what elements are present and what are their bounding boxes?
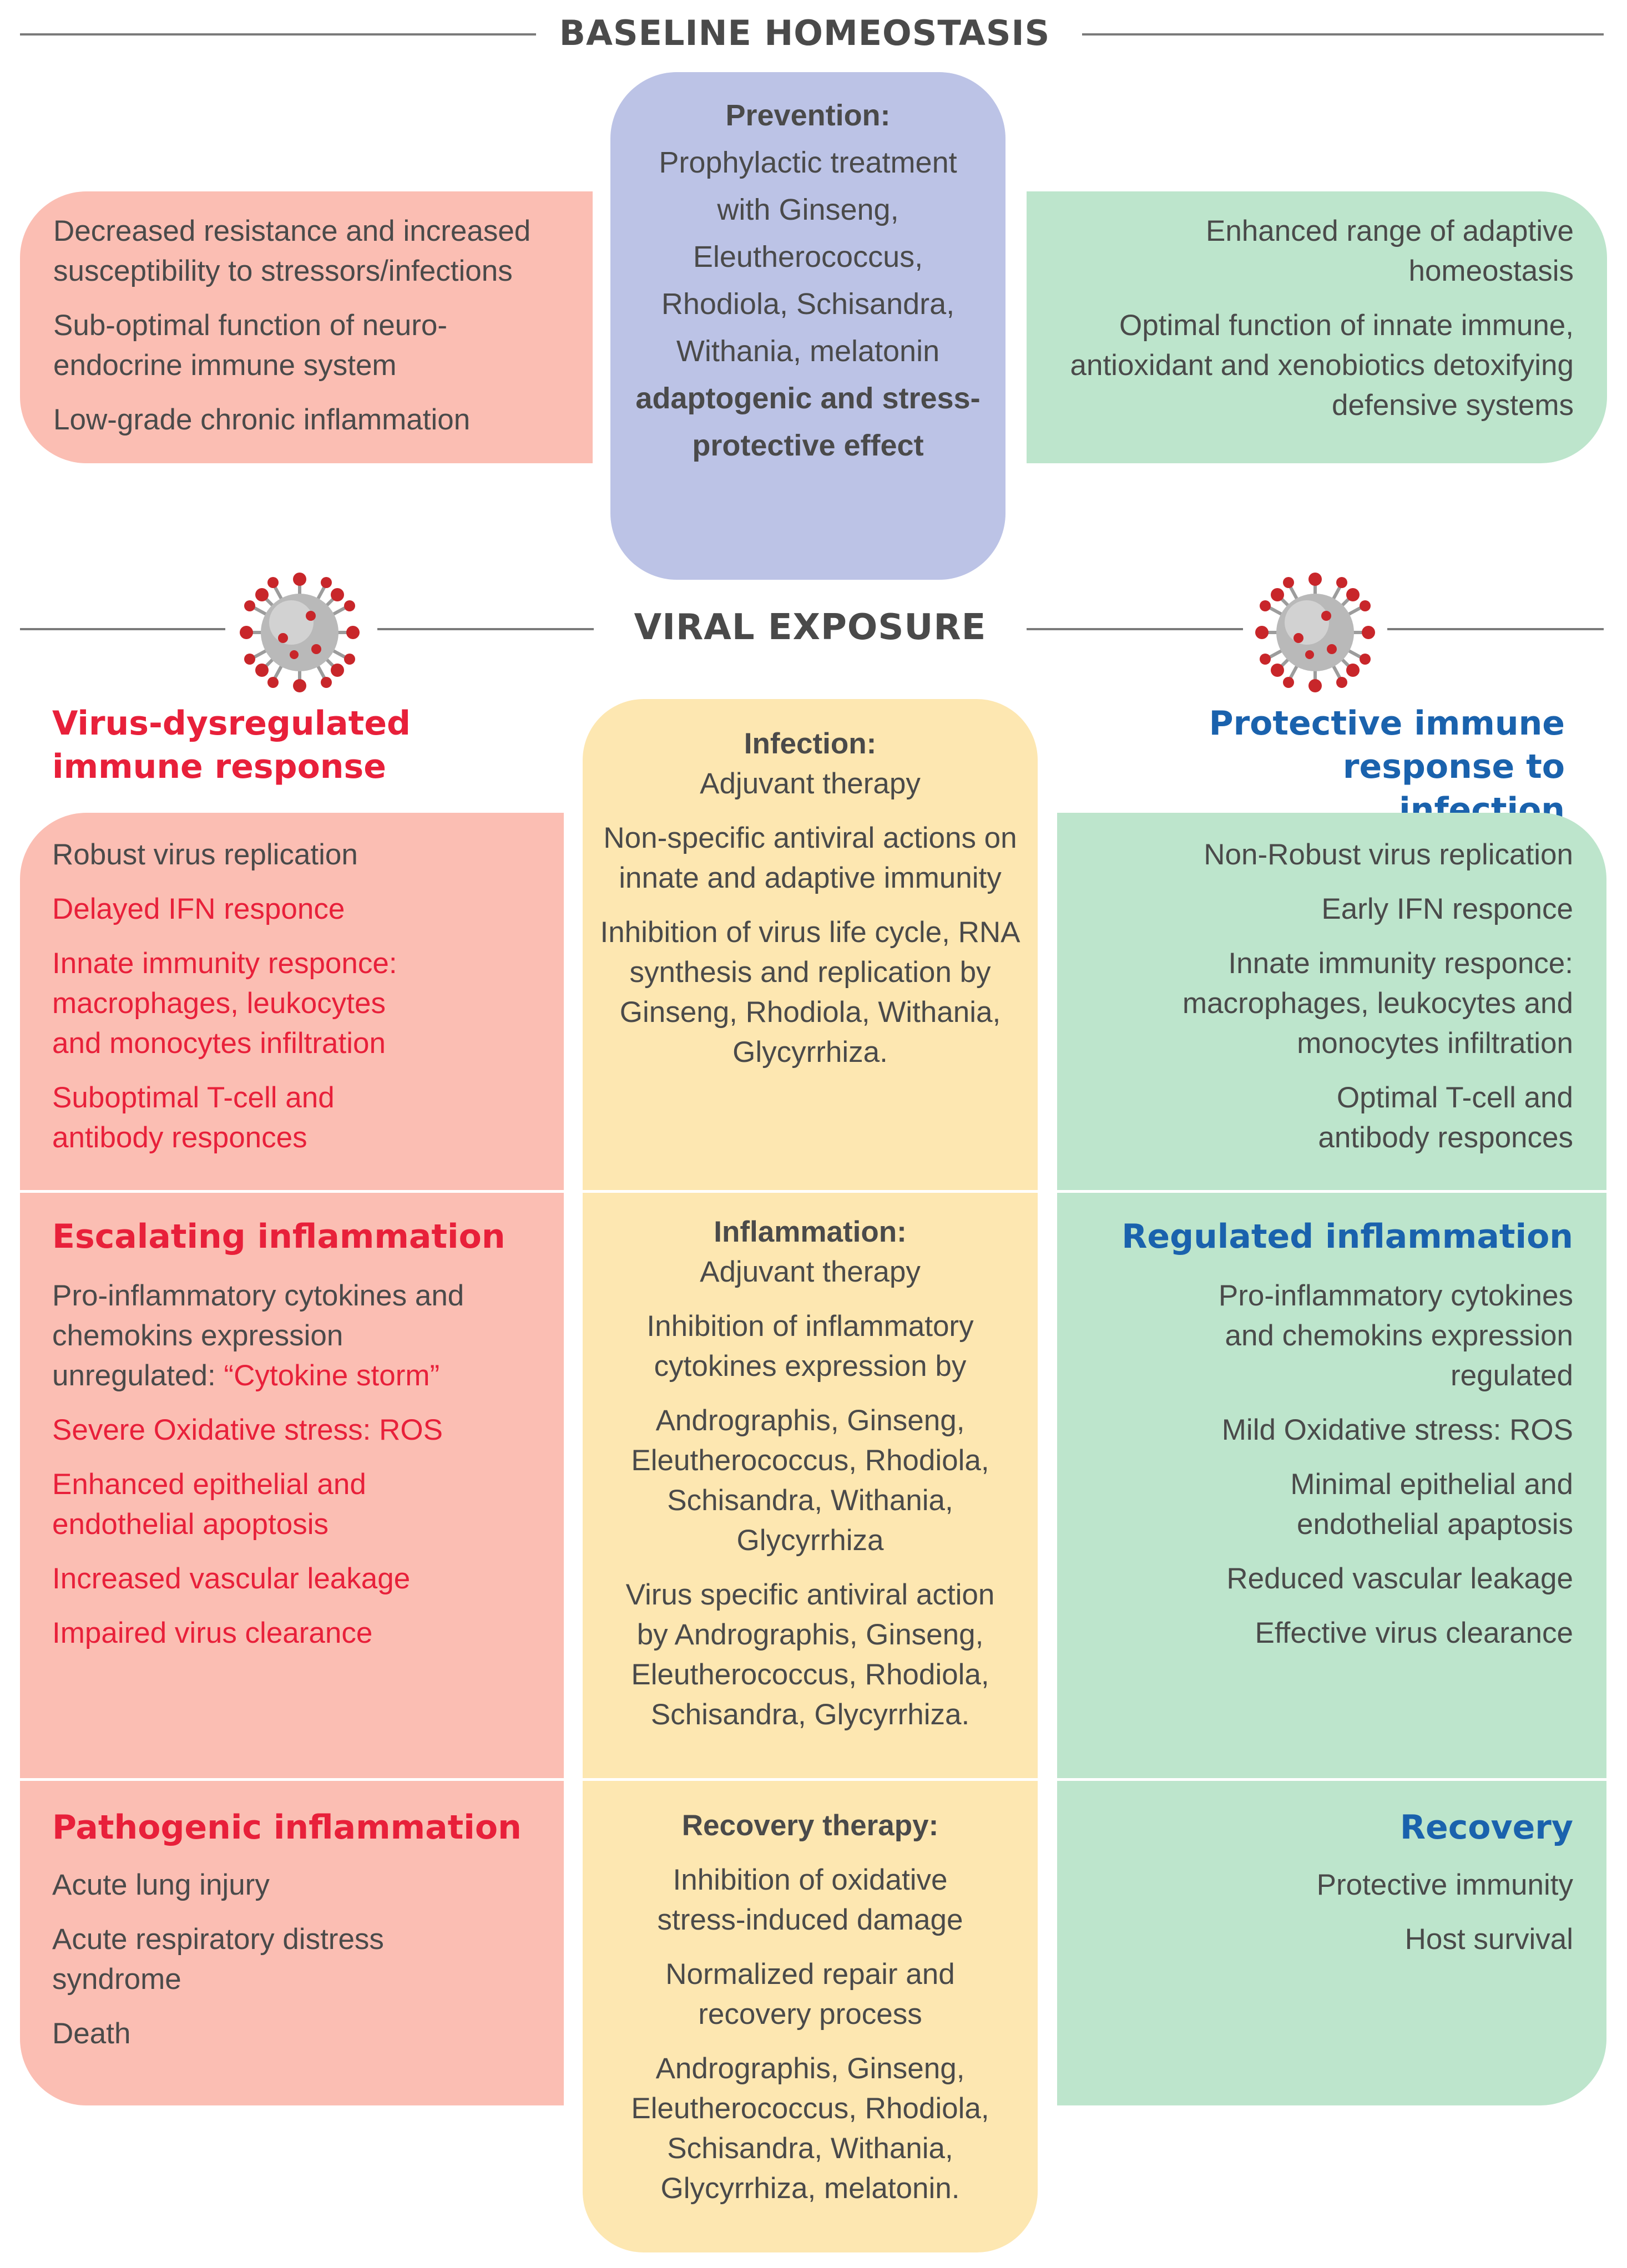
left-divider-2 [20, 1778, 564, 1781]
center-item: Inhibition of oxidative stress-induced d… [657, 1864, 963, 1936]
infection-title: Infection: [744, 727, 877, 760]
right-block-2-header: Regulated inflammation [1121, 1217, 1573, 1256]
right-block-3: Protective immunity Host survival [1088, 1865, 1573, 1974]
left-block-3: Acute lung injury Acute respiratory dist… [52, 1865, 474, 2068]
right-block-3-header: Recovery [1399, 1808, 1573, 1847]
viral-rule-4 [1387, 628, 1604, 630]
top-right-item: Enhanced range of adaptive homeostasis [1205, 215, 1574, 287]
right-item: Pro-inflammatory cytokines and chemokins… [1218, 1279, 1573, 1392]
center-item: Inhibition of virus life cycle, RNA synt… [600, 916, 1020, 1069]
center-block-2: Inflammation: Adjuvant therapy Inhibitio… [594, 1212, 1027, 1749]
right-item: Innate immunity responce: macrophages, l… [1182, 947, 1573, 1060]
right-divider-2 [1057, 1778, 1606, 1781]
cytokine-storm-lead: Pro-inflammatory cytokines and chemokins… [52, 1279, 464, 1392]
section-title-viral: VIRAL EXPOSURE [634, 607, 987, 648]
viral-rule-1 [20, 628, 225, 630]
center-block-3: Recovery therapy: Inhibition of oxidativ… [594, 1806, 1027, 2223]
top-left-item: Sub-optimal function of neuro-endocrine … [53, 309, 448, 382]
right-column-header: Protective immune response to infection [1209, 704, 1565, 829]
prevention-effect: adaptogenic and stress-protective effect [635, 382, 981, 462]
left-item: Impaired virus clearance [52, 1617, 373, 1649]
left-item: Acute respiratory distress syndrome [52, 1923, 384, 1996]
right-item: Minimal epithelial and endothelial apapt… [1290, 1468, 1573, 1541]
left-red-panel [20, 813, 564, 2105]
right-green-panel [1057, 813, 1606, 2105]
right-item: Non-Robust virus replication [1204, 838, 1573, 871]
left-block-3-header: Pathogenic inflammation [52, 1808, 522, 1847]
virus-icon [240, 573, 360, 692]
center-item: Non-specific antiviral actions on innate… [603, 822, 1017, 894]
inflammation-subtitle: Adjuvant therapy [700, 1256, 921, 1288]
top-left-box: Decreased resistance and increased susce… [20, 191, 593, 463]
right-block-2: Pro-inflammatory cytokines and chemokins… [1088, 1276, 1573, 1668]
right-item: Effective virus clearance [1255, 1617, 1573, 1649]
center-item: Andrographis, Ginseng, Eleutherococcus, … [631, 1404, 989, 1557]
prevention-title: Prevention: [725, 99, 891, 132]
right-item: Protective immunity [1316, 1869, 1573, 1901]
center-item: Normalized repair and recovery process [665, 1958, 955, 2031]
right-item: Mild Oxidative stress: ROS [1221, 1414, 1573, 1446]
center-divider-1 [583, 1190, 1038, 1193]
prevention-body: Prophylactic treatment with Ginseng, Ele… [659, 146, 957, 368]
section-title-baseline: BASELINE HOMEOSTASIS [559, 13, 1050, 53]
prevention-box: Prevention: Prophylactic treatment with … [610, 72, 1005, 580]
left-column-header: Virus-dysregulated immune response [52, 704, 411, 786]
left-block-2-header: Escalating inflammation [52, 1217, 506, 1256]
left-block-2: Pro-inflammatory cytokines and chemokins… [52, 1276, 474, 1668]
center-item: Virus specific antiviral action by Andro… [625, 1578, 995, 1731]
right-item: Reduced vascular leakage [1226, 1562, 1573, 1595]
left-item: Delayed IFN responce [52, 893, 345, 925]
recovery-therapy-title: Recovery therapy: [681, 1809, 939, 1842]
left-item: Suboptimal T-cell and antibody responces [52, 1081, 335, 1154]
left-item: Robust virus replication [52, 838, 358, 871]
top-right-box: Enhanced range of adaptive homeostasis O… [1027, 191, 1607, 463]
cytokine-storm-item: Pro-inflammatory cytokines and chemokins… [52, 1276, 474, 1396]
left-item: Death [52, 2017, 131, 2050]
center-divider-2 [583, 1778, 1038, 1781]
center-yellow-panel [583, 699, 1038, 2252]
right-block-1: Non-Robust virus replication Early IFN r… [1088, 835, 1573, 1172]
right-item: Early IFN responce [1321, 893, 1573, 925]
center-block-1: Infection: Adjuvant therapy Non-specific… [594, 724, 1027, 1087]
left-item: Increased vascular leakage [52, 1562, 411, 1595]
right-item: Optimal T-cell and antibody responces [1318, 1081, 1573, 1154]
virus-icon [1255, 573, 1375, 692]
left-divider-1 [20, 1190, 564, 1193]
viral-rule-3 [1027, 628, 1243, 630]
center-item: Inhibition of inflammatory cytokines exp… [646, 1310, 974, 1383]
baseline-rule-right [1082, 33, 1604, 36]
left-block-1: Robust virus replication Delayed IFN res… [52, 835, 540, 1172]
baseline-rule-left [20, 33, 536, 36]
left-item: Enhanced epithelial and endothelial apop… [52, 1468, 366, 1541]
right-item: Host survival [1404, 1923, 1573, 1956]
top-left-item: Low-grade chronic inflammation [53, 403, 471, 436]
viral-rule-2 [377, 628, 594, 630]
center-item: Andrographis, Ginseng, Eleutherococcus, … [631, 2052, 989, 2205]
cytokine-storm-label: “Cytokine storm” [224, 1359, 440, 1392]
inflammation-title: Inflammation: [714, 1216, 907, 1248]
left-item: Acute lung injury [52, 1869, 270, 1901]
infection-subtitle: Adjuvant therapy [700, 767, 921, 800]
top-right-item: Optimal function of innate immune, antio… [1070, 309, 1574, 422]
top-left-item: Decreased resistance and increased susce… [53, 215, 531, 287]
left-item: Severe Oxidative stress: ROS [52, 1414, 443, 1446]
right-divider-1 [1057, 1190, 1606, 1193]
left-item: Innate immunity responce: macrophages, l… [52, 947, 397, 1060]
